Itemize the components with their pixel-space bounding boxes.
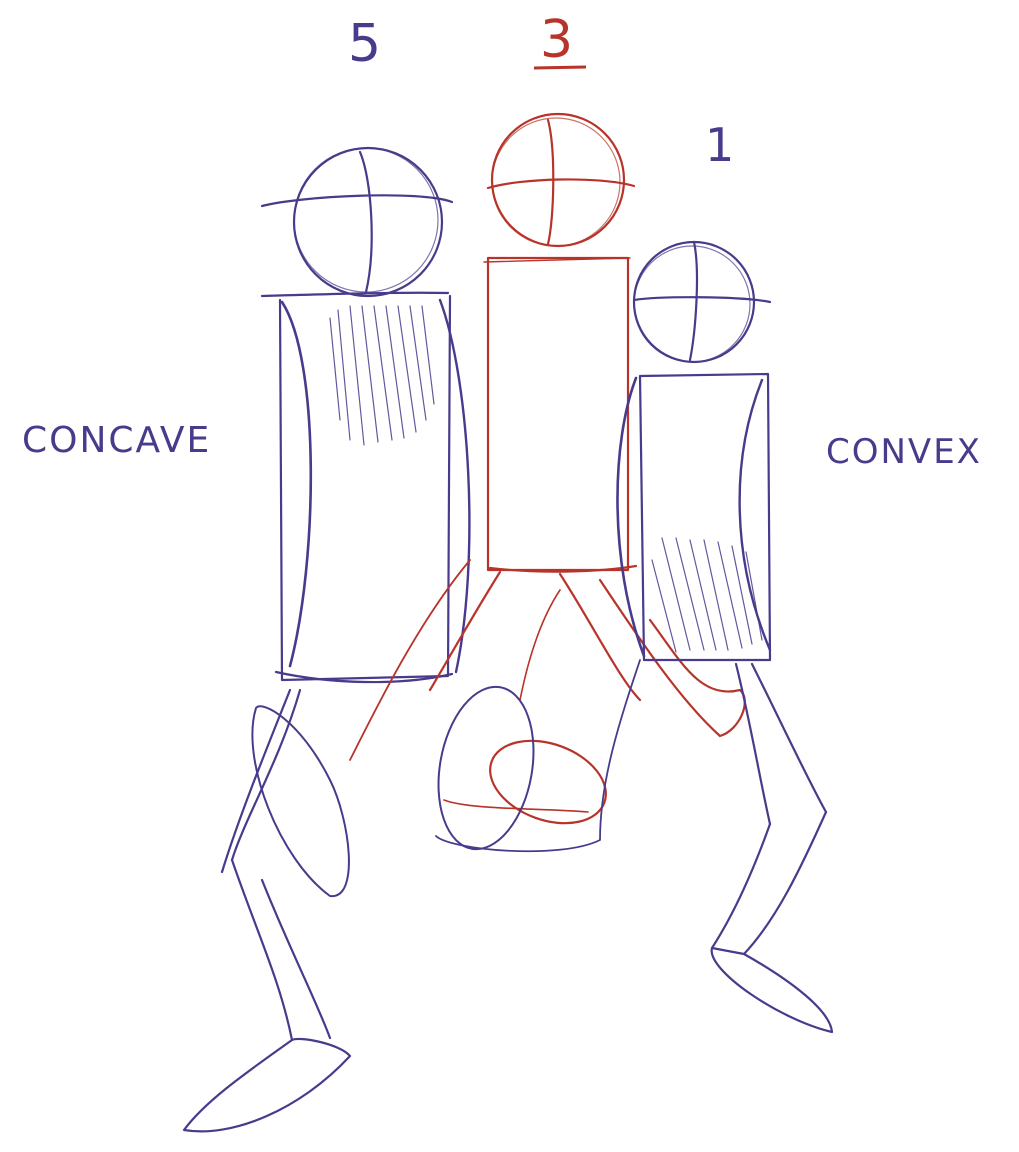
figure-1-head	[634, 242, 754, 362]
frame-5-label: 5	[348, 14, 383, 74]
figure-5-head	[294, 148, 442, 296]
figure-5	[184, 148, 469, 1131]
figure-3-torso	[488, 258, 628, 570]
figure-3	[350, 114, 745, 838]
frame-1-label: 1	[705, 118, 736, 172]
frame-3-label: 3	[540, 10, 575, 70]
convex-label: CONVEX	[826, 432, 982, 472]
concave-label: CONCAVE	[22, 420, 211, 461]
